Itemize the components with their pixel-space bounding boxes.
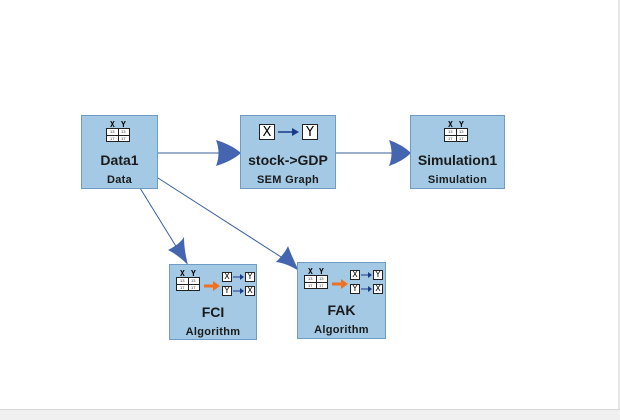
graph-arrow-icon bbox=[278, 128, 299, 136]
node-subtitle: SEM Graph bbox=[257, 174, 319, 186]
algorithm-icon: X Y 13 13 17 17 X Y Y X bbox=[176, 269, 256, 297]
arrowhead-simulation1-icon bbox=[389, 140, 411, 166]
data-table-icon: X Y 13 13 17 17 bbox=[444, 120, 470, 144]
workspace-right-border bbox=[618, 0, 620, 420]
edge-data1-to-fak[interactable] bbox=[157, 177, 293, 265]
node-sem-graph[interactable]: X Y stock->GDP SEM Graph bbox=[240, 115, 336, 189]
algorithm-icon: X Y 13 13 17 17 X Y Y X bbox=[304, 267, 384, 295]
node-fak[interactable]: X Y 13 13 17 17 X Y Y X FAK Algorithm bbox=[297, 262, 386, 339]
node-subtitle: Data bbox=[106, 174, 133, 186]
workspace-bottom-bar bbox=[0, 409, 620, 420]
graph-y-box: Y bbox=[302, 124, 318, 140]
table-col-y: Y bbox=[121, 120, 126, 129]
node-title: FCI bbox=[201, 304, 225, 320]
node-subtitle: Simulation bbox=[427, 174, 488, 186]
algo-arrow-icon bbox=[204, 281, 220, 291]
arrowhead-sem-graph-icon bbox=[216, 140, 241, 166]
node-title: Simulation1 bbox=[417, 152, 498, 168]
data-table-icon: X Y 13 13 17 17 bbox=[106, 120, 132, 144]
arrowhead-fak-icon bbox=[276, 246, 299, 271]
node-simulation1[interactable]: X Y 13 13 17 17 Simulation1 Simulation bbox=[410, 115, 505, 189]
node-data1[interactable]: X Y 13 13 17 17 Data1 Data bbox=[81, 115, 158, 189]
edge-data1-to-fci[interactable] bbox=[139, 187, 183, 257]
sem-graph-icon: X Y bbox=[259, 124, 321, 144]
node-subtitle: Algorithm bbox=[185, 326, 241, 338]
table-col-x: X bbox=[110, 120, 115, 129]
node-title: stock->GDP bbox=[248, 152, 328, 168]
arrowhead-fci-icon bbox=[168, 237, 188, 265]
graph-workspace[interactable] bbox=[0, 0, 618, 410]
node-fci[interactable]: X Y 13 13 17 17 X Y Y X FCI Algorithm bbox=[169, 264, 257, 340]
graph-x-box: X bbox=[259, 124, 275, 140]
node-title: FAK bbox=[327, 302, 356, 318]
algo-arrow-icon bbox=[332, 279, 348, 289]
node-subtitle: Algorithm bbox=[314, 324, 369, 336]
node-title: Data1 bbox=[100, 152, 139, 168]
